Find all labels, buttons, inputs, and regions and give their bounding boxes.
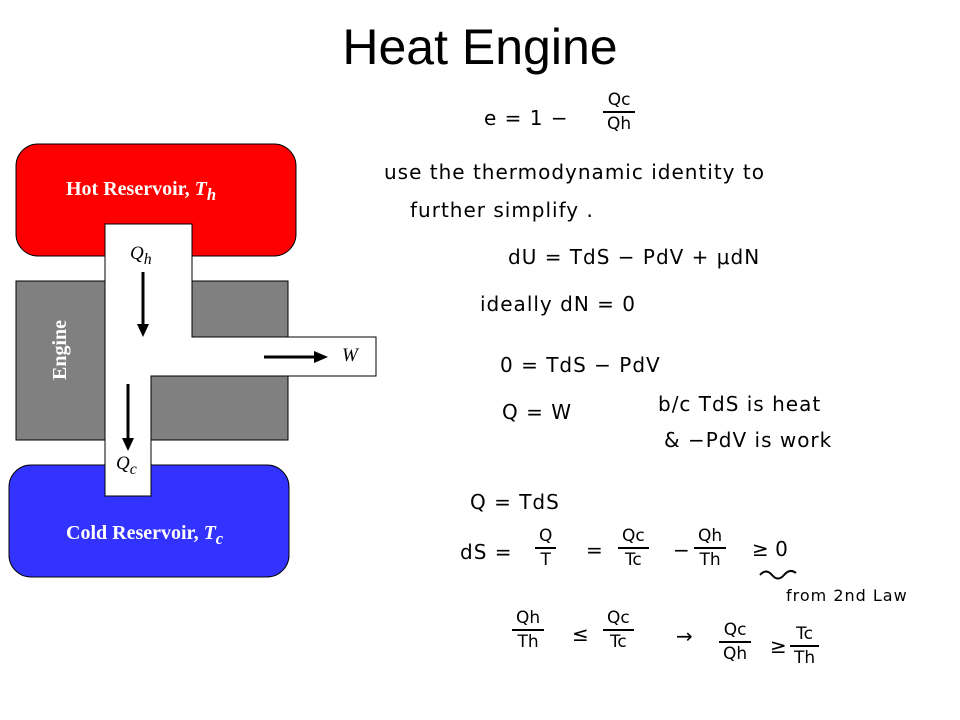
- implies-arrow: →: [676, 624, 693, 648]
- ineq-le: ≤: [572, 622, 589, 646]
- second-law-note: from 2nd Law: [786, 586, 908, 605]
- ds-ge-zero: ≥ 0: [752, 537, 788, 561]
- w-label: W: [342, 345, 358, 366]
- and-work: & −PdV is work: [664, 428, 833, 452]
- engine-label: Engine: [49, 319, 71, 380]
- q-equals-w: Q = W: [502, 400, 572, 424]
- because-heat: b/c TdS is heat: [658, 392, 822, 416]
- thermo-identity: dU = TdS − PdV + μdN: [508, 245, 761, 269]
- ds-minus: −: [673, 538, 690, 562]
- squiggle-underline: [759, 569, 797, 580]
- ds-equals: =: [586, 538, 603, 562]
- ideally-line: ideally dN = 0: [480, 292, 636, 316]
- ds-lhs: dS =: [460, 540, 513, 564]
- qh-arrowhead: [137, 324, 149, 337]
- note-line-simplify: further simplify .: [410, 198, 594, 222]
- zero-equation: 0 = TdS − PdV: [500, 353, 661, 377]
- qc-label: Qc: [116, 453, 137, 478]
- energy-channel: [104, 223, 377, 497]
- page-title: Heat Engine: [342, 19, 618, 75]
- result-ge: ≥: [770, 634, 787, 658]
- note-line-identity: use the thermodynamic identity to: [384, 160, 765, 184]
- hot-reservoir-label: Hot Reservoir, Th: [66, 178, 217, 204]
- w-arrowhead: [314, 351, 328, 363]
- cold-reservoir-label: Cold Reservoir, Tc: [66, 522, 224, 548]
- qc-arrowhead: [122, 438, 134, 451]
- efficiency-lhs: e = 1 −: [484, 106, 569, 130]
- qh-label: Qh: [130, 243, 152, 268]
- q-equals-tds: Q = TdS: [470, 490, 560, 514]
